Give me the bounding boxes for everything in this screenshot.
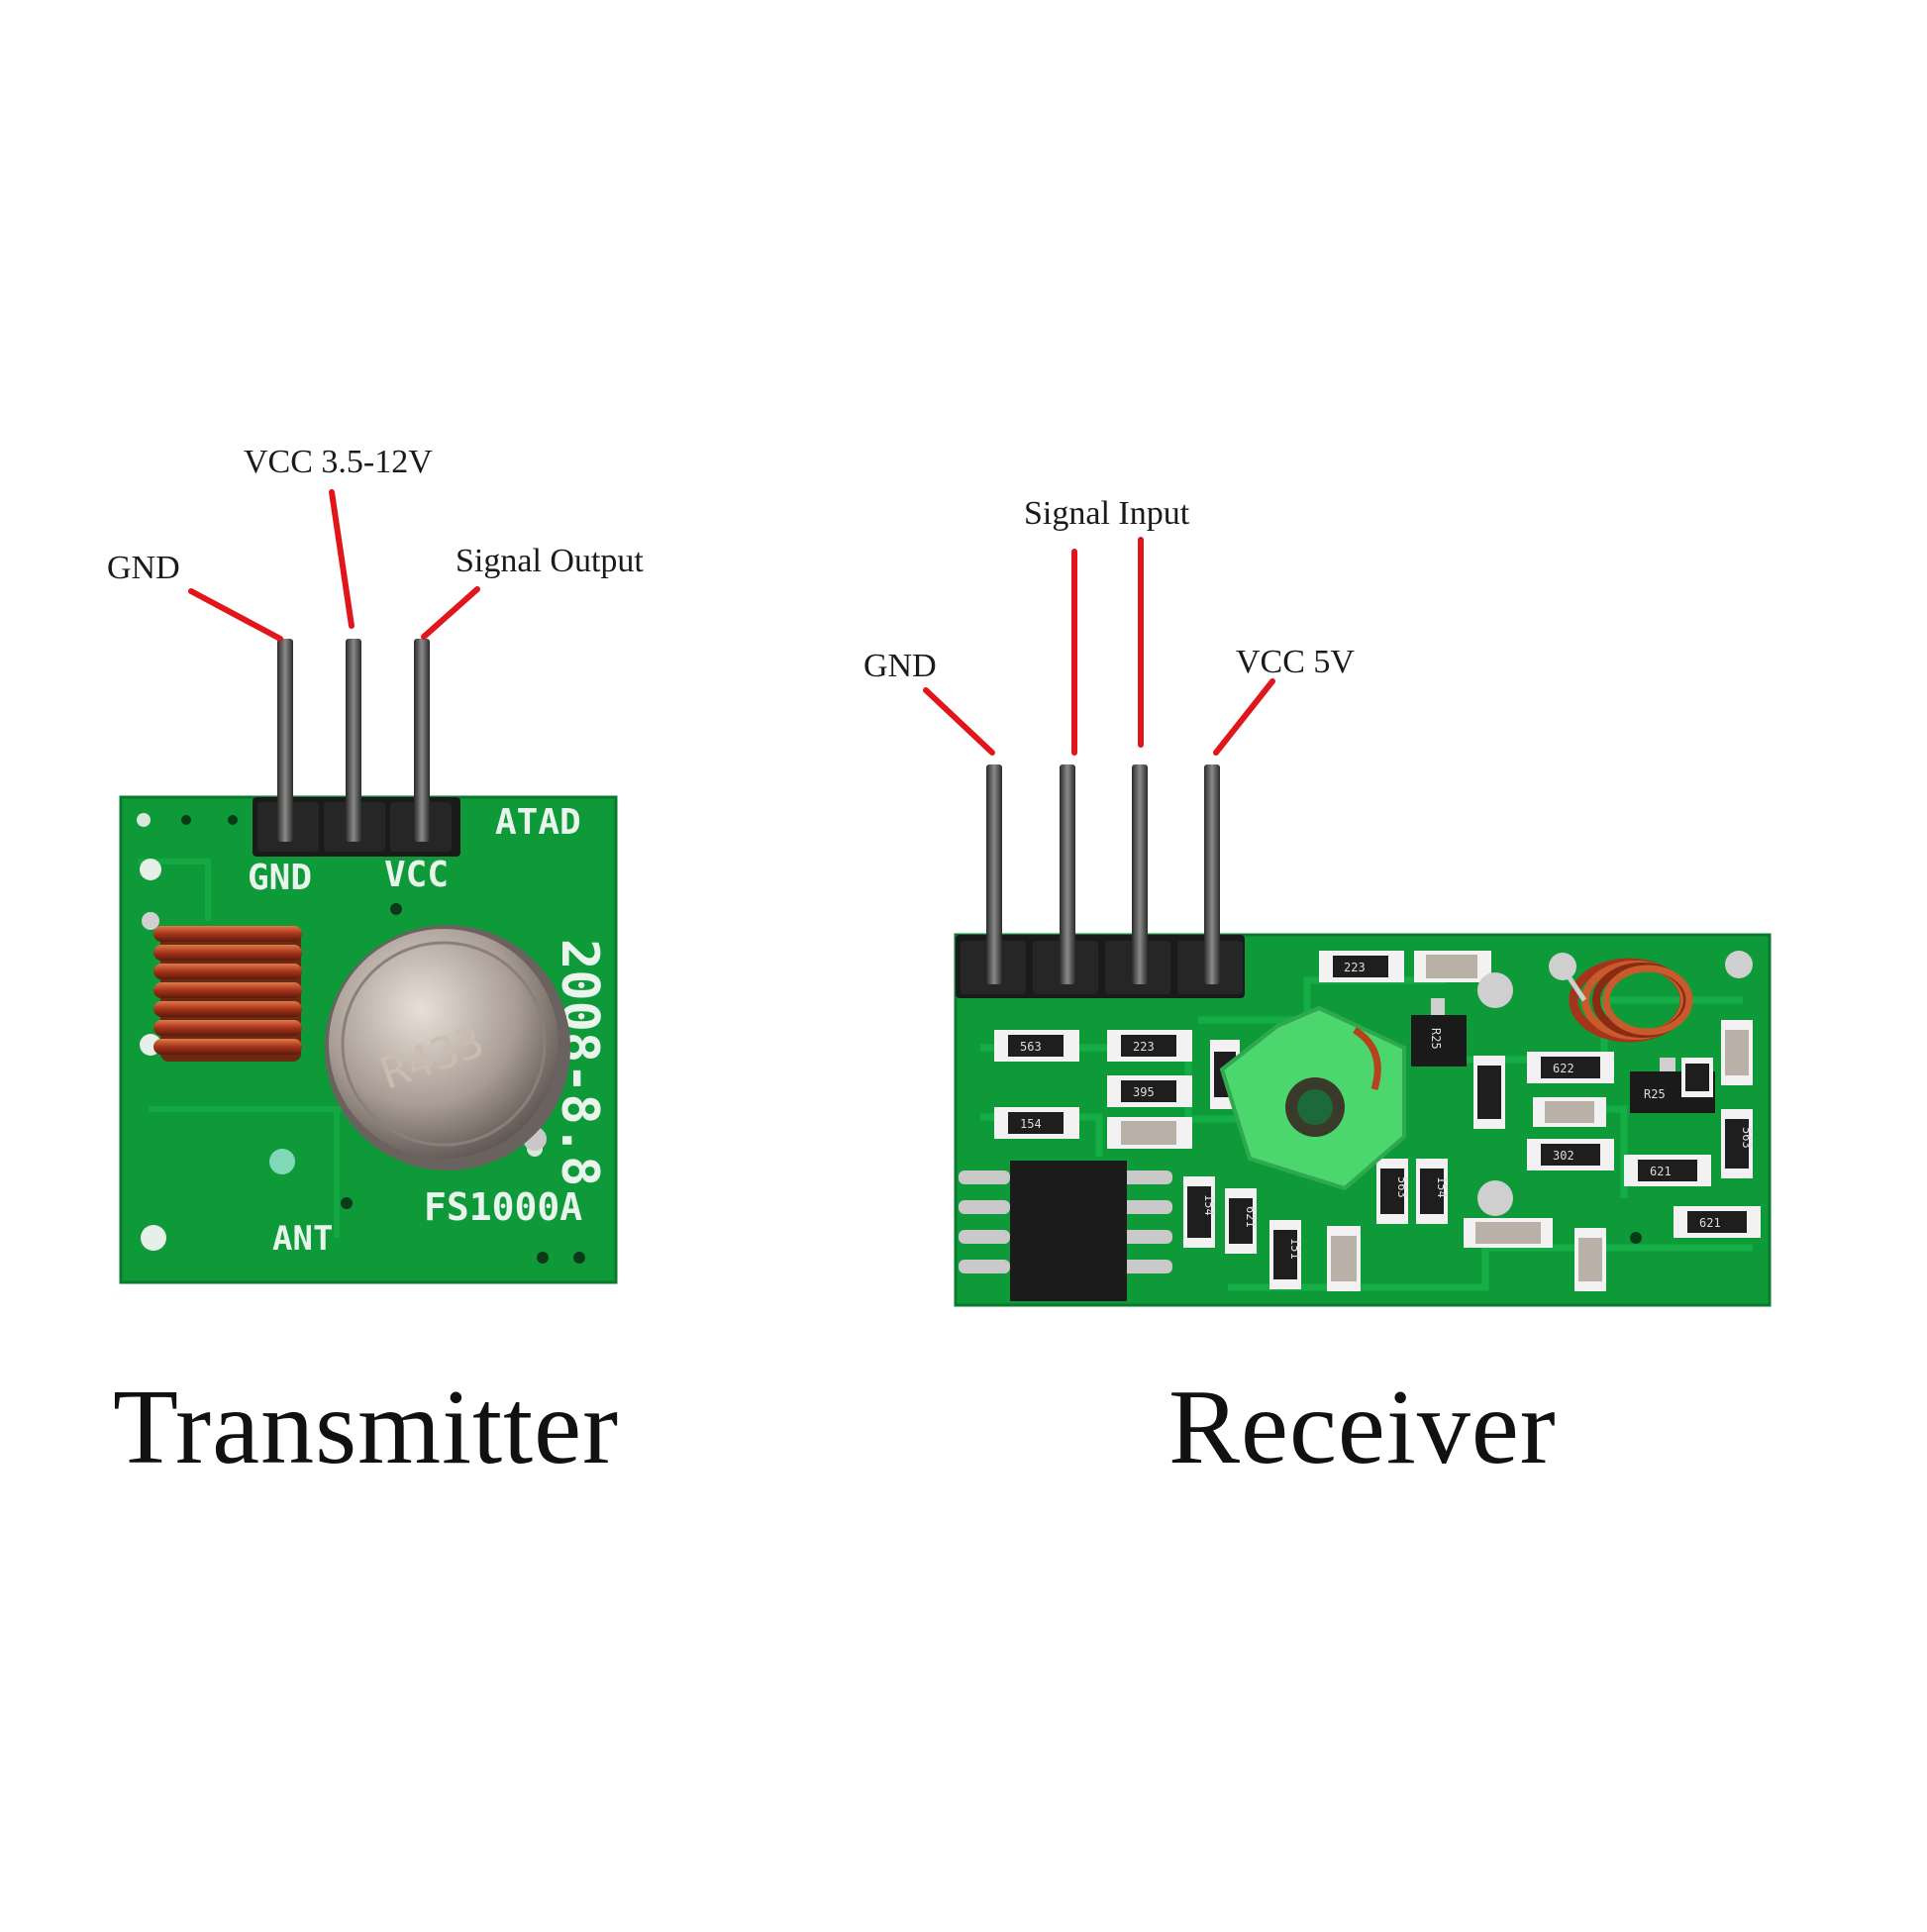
- transmitter-pin-data: [414, 639, 430, 842]
- receiver-pin-gnd: [986, 764, 1002, 984]
- transmitter-pin-gnd: [277, 639, 293, 842]
- receiver-ic-chip-icon: [959, 1161, 1172, 1301]
- receiver-pin-vcc: [1204, 764, 1220, 984]
- transmitter-caption: Transmitter: [113, 1369, 620, 1486]
- receiver-pin-data1: [1060, 764, 1075, 984]
- receiver-caption: Receiver: [1168, 1369, 1557, 1486]
- tuning-coil-former-icon: [1219, 1005, 1406, 1191]
- svg-text:154: 154: [1202, 1194, 1216, 1216]
- smd-code-7: 621: [1244, 1206, 1258, 1228]
- transmitter-leader-lines: [188, 489, 480, 642]
- smd-code-2: 223: [1133, 1040, 1155, 1054]
- transmitter-module: GND VCC ATAD 2008-8.8 FS1000A ANT: [119, 639, 618, 1284]
- smd-code-15: R25: [1644, 1087, 1666, 1101]
- tx-label-signal-output: Signal Output: [456, 543, 644, 579]
- transmitter-pin-vcc: [346, 639, 361, 842]
- tx-label-gnd: GND: [107, 550, 180, 586]
- smd-code-12: 621: [1650, 1165, 1672, 1178]
- transmitter-antenna-coil-icon: [142, 912, 302, 1062]
- smd-code-9: R25: [1429, 1028, 1443, 1050]
- receiver-module: 223 563 223 395 154 563 154 154 621 151 …: [954, 764, 1772, 1307]
- smd-code-13: 563: [1740, 1127, 1754, 1149]
- receiver-antenna-coil-icon: [1549, 951, 1753, 1043]
- receiver-pin-data2: [1132, 764, 1148, 984]
- rx-label-signal-input: Signal Input: [1024, 495, 1190, 532]
- smd-code-6: 154: [1435, 1176, 1449, 1198]
- saw-resonator-can-icon: R433: [325, 925, 570, 1170]
- smd-code-10: 622: [1553, 1062, 1574, 1075]
- smd-code-3: 395: [1133, 1085, 1155, 1099]
- tx-silk-ant: ANT: [272, 1219, 333, 1259]
- smd-code-0: 223: [1344, 961, 1366, 974]
- tx-silk-data: ATAD: [495, 802, 581, 843]
- rx-label-gnd: GND: [863, 648, 937, 684]
- tx-label-vcc: VCC 3.5-12V: [244, 444, 433, 480]
- tx-silk-vcc: VCC: [384, 855, 449, 895]
- smd-code-4: 154: [1020, 1117, 1042, 1131]
- smd-code-5: 563: [1395, 1176, 1409, 1198]
- tx-silk-gnd: GND: [248, 858, 312, 898]
- smd-code-14: 621: [1699, 1216, 1721, 1230]
- rx-label-vcc: VCC 5V: [1236, 644, 1355, 680]
- smd-code-8: 151: [1288, 1238, 1302, 1260]
- tx-silk-model: FS1000A: [424, 1185, 582, 1229]
- receiver-pin-header: [956, 935, 1245, 998]
- receiver-smd-components: 223 563 223 395 154 563 154 154 621 151 …: [994, 951, 1761, 1291]
- smd-code-1: 563: [1020, 1040, 1042, 1054]
- smd-code-11: 302: [1553, 1149, 1574, 1163]
- receiver-leader-lines: [923, 537, 1275, 756]
